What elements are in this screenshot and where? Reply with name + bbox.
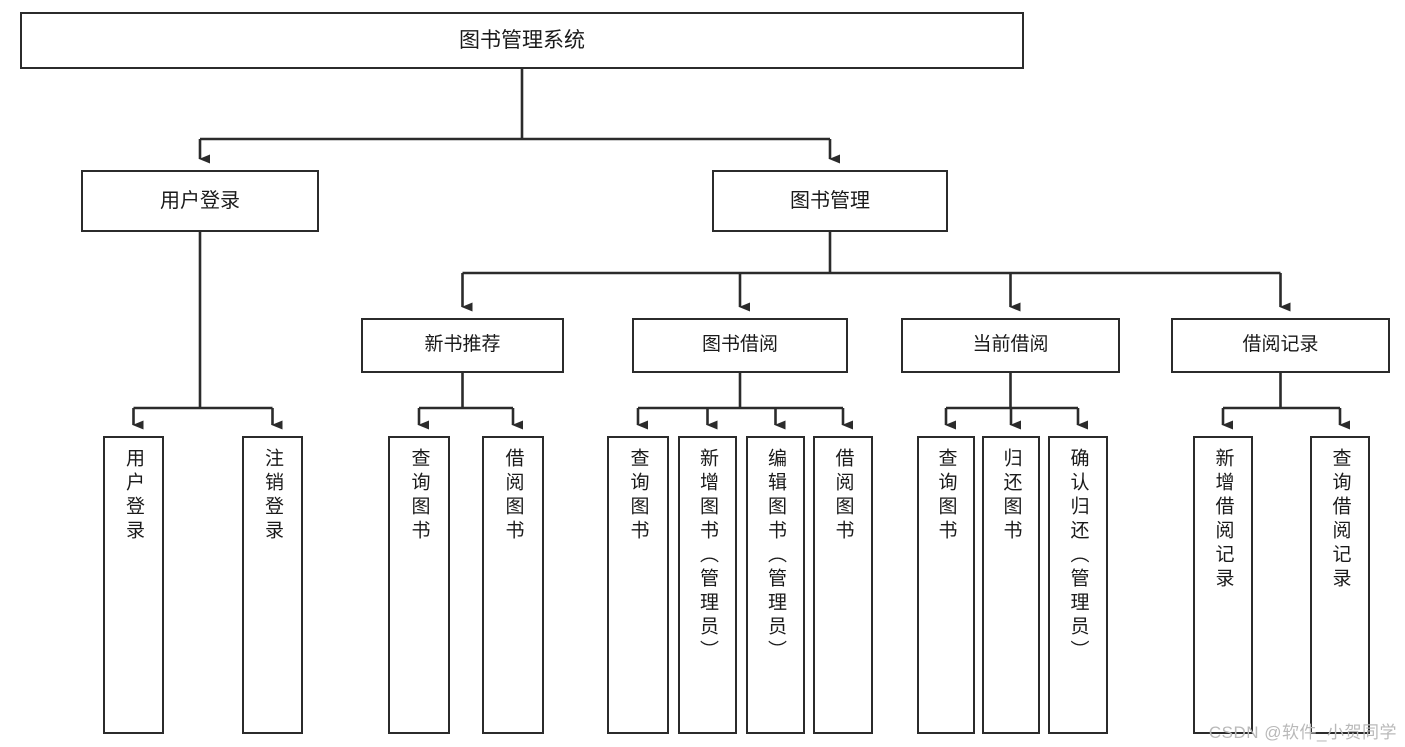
node-new-book-recommend[interactable]: 新书推荐 <box>361 318 564 373</box>
node-leaf-return-book[interactable]: 归还图书 <box>982 436 1040 734</box>
node-leaf-query-borrow-record-label: 查询借阅记录 <box>1329 448 1351 592</box>
node-leaf-logout-login-label: 注销登录 <box>262 448 283 544</box>
node-leaf-confirm-return[interactable]: 确认归还（管理员） <box>1048 436 1108 734</box>
node-leaf-user-login[interactable]: 用户登录 <box>103 436 164 734</box>
node-borrow-record-label: 借阅记录 <box>1242 334 1319 356</box>
node-leaf-user-login-label: 用户登录 <box>123 448 144 544</box>
node-leaf-query-book-1-label: 查询图书 <box>408 448 430 544</box>
node-leaf-query-borrow-record[interactable]: 查询借阅记录 <box>1310 436 1370 734</box>
watermark-text: CSDN @软件_小贺同学 <box>1208 723 1397 742</box>
node-book-manage-label: 图书管理 <box>790 190 870 212</box>
node-book-borrow[interactable]: 图书借阅 <box>632 318 848 373</box>
node-leaf-borrow-book-1-label: 借阅图书 <box>502 448 524 544</box>
node-leaf-query-book-2[interactable]: 查询图书 <box>607 436 669 734</box>
node-leaf-add-book[interactable]: 新增图书（管理员） <box>678 436 737 734</box>
node-root-label: 图书管理系统 <box>459 28 585 52</box>
node-book-manage[interactable]: 图书管理 <box>712 170 948 232</box>
node-leaf-confirm-return-label: 确认归还（管理员） <box>1067 448 1089 664</box>
node-user-login-label: 用户登录 <box>160 190 240 212</box>
node-leaf-add-borrow-record[interactable]: 新增借阅记录 <box>1193 436 1253 734</box>
node-leaf-borrow-book-2[interactable]: 借阅图书 <box>813 436 873 734</box>
node-leaf-borrow-book-1[interactable]: 借阅图书 <box>482 436 544 734</box>
node-user-login[interactable]: 用户登录 <box>81 170 319 232</box>
node-root[interactable]: 图书管理系统 <box>20 12 1024 69</box>
node-leaf-query-book-1[interactable]: 查询图书 <box>388 436 450 734</box>
node-borrow-record[interactable]: 借阅记录 <box>1171 318 1390 373</box>
node-leaf-edit-book[interactable]: 编辑图书（管理员） <box>746 436 805 734</box>
node-leaf-query-book-3[interactable]: 查询图书 <box>917 436 975 734</box>
node-current-borrow-label: 当前借阅 <box>972 334 1049 356</box>
node-leaf-edit-book-label: 编辑图书（管理员） <box>765 448 786 664</box>
node-leaf-query-book-2-label: 查询图书 <box>627 448 649 544</box>
node-new-book-recommend-label: 新书推荐 <box>424 334 501 356</box>
node-leaf-query-book-3-label: 查询图书 <box>935 448 957 544</box>
node-book-borrow-label: 图书借阅 <box>701 334 778 356</box>
node-leaf-borrow-book-2-label: 借阅图书 <box>832 448 854 544</box>
node-leaf-return-book-label: 归还图书 <box>1000 448 1022 544</box>
node-leaf-logout-login[interactable]: 注销登录 <box>242 436 303 734</box>
node-current-borrow[interactable]: 当前借阅 <box>901 318 1120 373</box>
node-leaf-add-borrow-record-label: 新增借阅记录 <box>1212 448 1234 592</box>
node-leaf-add-book-label: 新增图书（管理员） <box>697 448 718 664</box>
